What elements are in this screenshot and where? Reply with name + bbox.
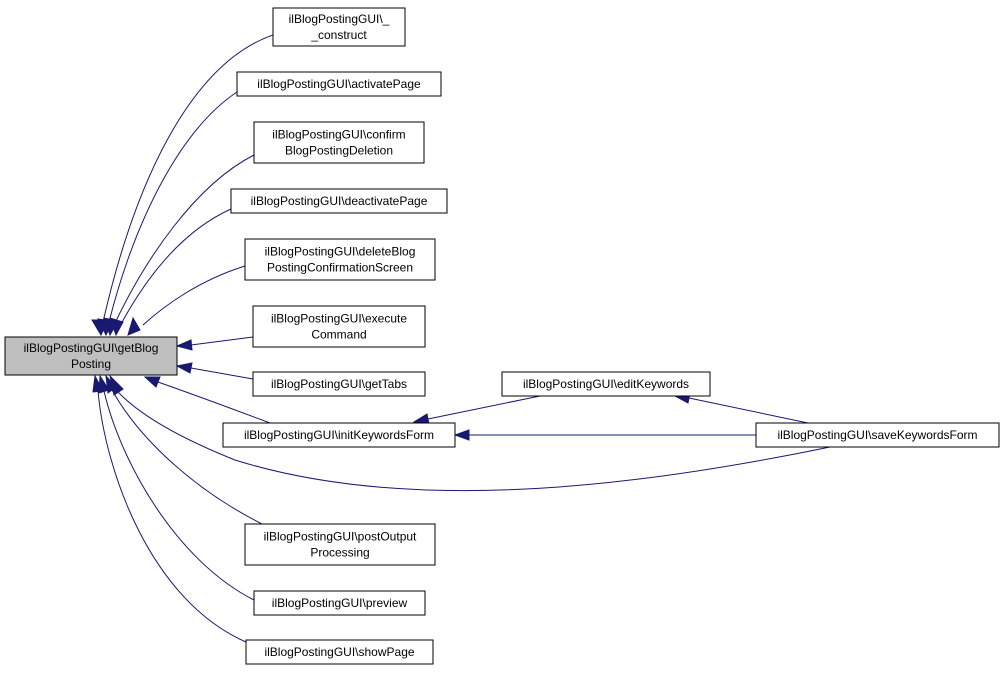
node-construct[interactable]: ilBlogPostingGUI\_ _construct: [272, 7, 406, 47]
edge-arrowhead: [175, 339, 193, 351]
node-label: ilBlogPostingGUI\getTabs: [271, 377, 407, 391]
node-box[interactable]: [755, 422, 1000, 448]
edge-line: [190, 367, 254, 380]
node-saveKeywordsForm[interactable]: ilBlogPostingGUI\saveKeywordsForm: [755, 422, 1000, 448]
edge-line: [117, 391, 831, 492]
edge-preview-to-getBlogPosting: [98, 374, 255, 601]
edge-line: [120, 208, 232, 325]
node-box[interactable]: [245, 639, 434, 665]
edge-saveKeywordsForm-to-getBlogPosting: [109, 374, 831, 492]
node-label: ilBlogPostingGUI\postOutput: [264, 530, 417, 544]
edge-line: [111, 389, 263, 525]
edge-line: [102, 34, 274, 323]
edge-line: [190, 336, 254, 346]
node-label: ilBlogPostingGUI\deleteBlog: [265, 245, 416, 259]
node-box[interactable]: [252, 305, 426, 348]
edge-getTabs-to-getBlogPosting: [175, 362, 254, 380]
node-box[interactable]: [236, 71, 442, 97]
edge-editKeywords-to-initKeywordsForm: [412, 395, 541, 425]
node-label: Processing: [310, 546, 369, 560]
edge-line: [688, 397, 809, 424]
edge-executeCommand-to-getBlogPosting: [175, 336, 254, 351]
node-deactivatePage[interactable]: ilBlogPostingGUI\deactivatePage: [230, 188, 448, 214]
node-box[interactable]: [222, 422, 456, 448]
node-label: ilBlogPostingGUI\activatePage: [257, 77, 421, 91]
edge-deleteBlogPostingConfirmationScreen-to-getBlogPosting: [127, 265, 246, 336]
edge-arrowhead: [92, 374, 104, 393]
edges-layer: [91, 34, 831, 643]
edge-line: [114, 154, 255, 324]
node-label: ilBlogPostingGUI\saveKeywordsForm: [777, 428, 977, 442]
node-showPage[interactable]: ilBlogPostingGUI\showPage: [245, 639, 434, 665]
node-box[interactable]: [244, 238, 436, 281]
edge-deactivatePage-to-getBlogPosting: [109, 208, 232, 337]
node-preview[interactable]: ilBlogPostingGUI\preview: [253, 590, 426, 616]
node-label: ilBlogPostingGUI\editKeywords: [523, 377, 689, 391]
edge-arrowhead: [453, 429, 470, 441]
edge-arrowhead: [109, 317, 124, 337]
node-label: ilBlogPostingGUI\confirm: [272, 128, 405, 142]
node-deleteBlogPostingConfirmationScreen[interactable]: ilBlogPostingGUI\deleteBlogPostingConfir…: [244, 238, 436, 281]
edge-line: [427, 395, 541, 420]
node-label: ilBlogPostingGUI\preview: [272, 596, 408, 610]
node-box[interactable]: [253, 121, 425, 164]
node-label: Posting: [71, 357, 111, 371]
node-box[interactable]: [252, 371, 426, 397]
node-box[interactable]: [230, 188, 448, 214]
edge-arrowhead: [143, 376, 161, 388]
edge-postOutputProcessing-to-getBlogPosting: [105, 374, 263, 525]
node-label: ilBlogPostingGUI\initKeywordsForm: [244, 428, 434, 442]
nodes-layer: ilBlogPostingGUI\getBlogPostingilBlogPos…: [4, 7, 1000, 665]
node-box[interactable]: [4, 336, 178, 376]
edge-line: [103, 390, 255, 601]
edge-line: [142, 265, 246, 326]
edge-line: [157, 381, 271, 424]
edge-saveKeywordsForm-to-initKeywordsForm: [453, 429, 756, 441]
node-label: ilBlogPostingGUI\getBlog: [24, 341, 159, 355]
node-getTabs[interactable]: ilBlogPostingGUI\getTabs: [252, 371, 426, 397]
node-label: _construct: [310, 28, 367, 42]
node-box[interactable]: [244, 523, 436, 566]
node-confirmBlogPostingDeletion[interactable]: ilBlogPostingGUI\confirmBlogPostingDelet…: [253, 121, 425, 164]
edge-initKeywordsForm-to-getBlogPosting: [143, 376, 271, 424]
node-initKeywordsForm[interactable]: ilBlogPostingGUI\initKeywordsForm: [222, 422, 456, 448]
edge-arrowhead: [127, 316, 141, 336]
node-label: ilBlogPostingGUI\showPage: [264, 645, 414, 659]
node-label: ilBlogPostingGUI\deactivatePage: [251, 194, 428, 208]
edge-line: [108, 91, 238, 323]
node-label: PostingConfirmationScreen: [267, 261, 413, 275]
edge-saveKeywordsForm-to-editKeywords: [673, 392, 809, 424]
edge-showPage-to-getBlogPosting: [92, 374, 247, 643]
node-box[interactable]: [272, 7, 406, 47]
node-label: ilBlogPostingGUI\_: [289, 12, 390, 26]
node-label: ilBlogPostingGUI\execute: [271, 312, 407, 326]
node-label: BlogPostingDeletion: [285, 144, 393, 158]
edge-activatePage-to-getBlogPosting: [97, 91, 238, 337]
node-editKeywords[interactable]: ilBlogPostingGUI\editKeywords: [501, 371, 711, 397]
node-box[interactable]: [501, 371, 711, 397]
node-label: Command: [311, 328, 366, 342]
edge-line: [97, 390, 247, 643]
node-activatePage[interactable]: ilBlogPostingGUI\activatePage: [236, 71, 442, 97]
edge-arrowhead: [175, 362, 193, 374]
node-box[interactable]: [253, 590, 426, 616]
